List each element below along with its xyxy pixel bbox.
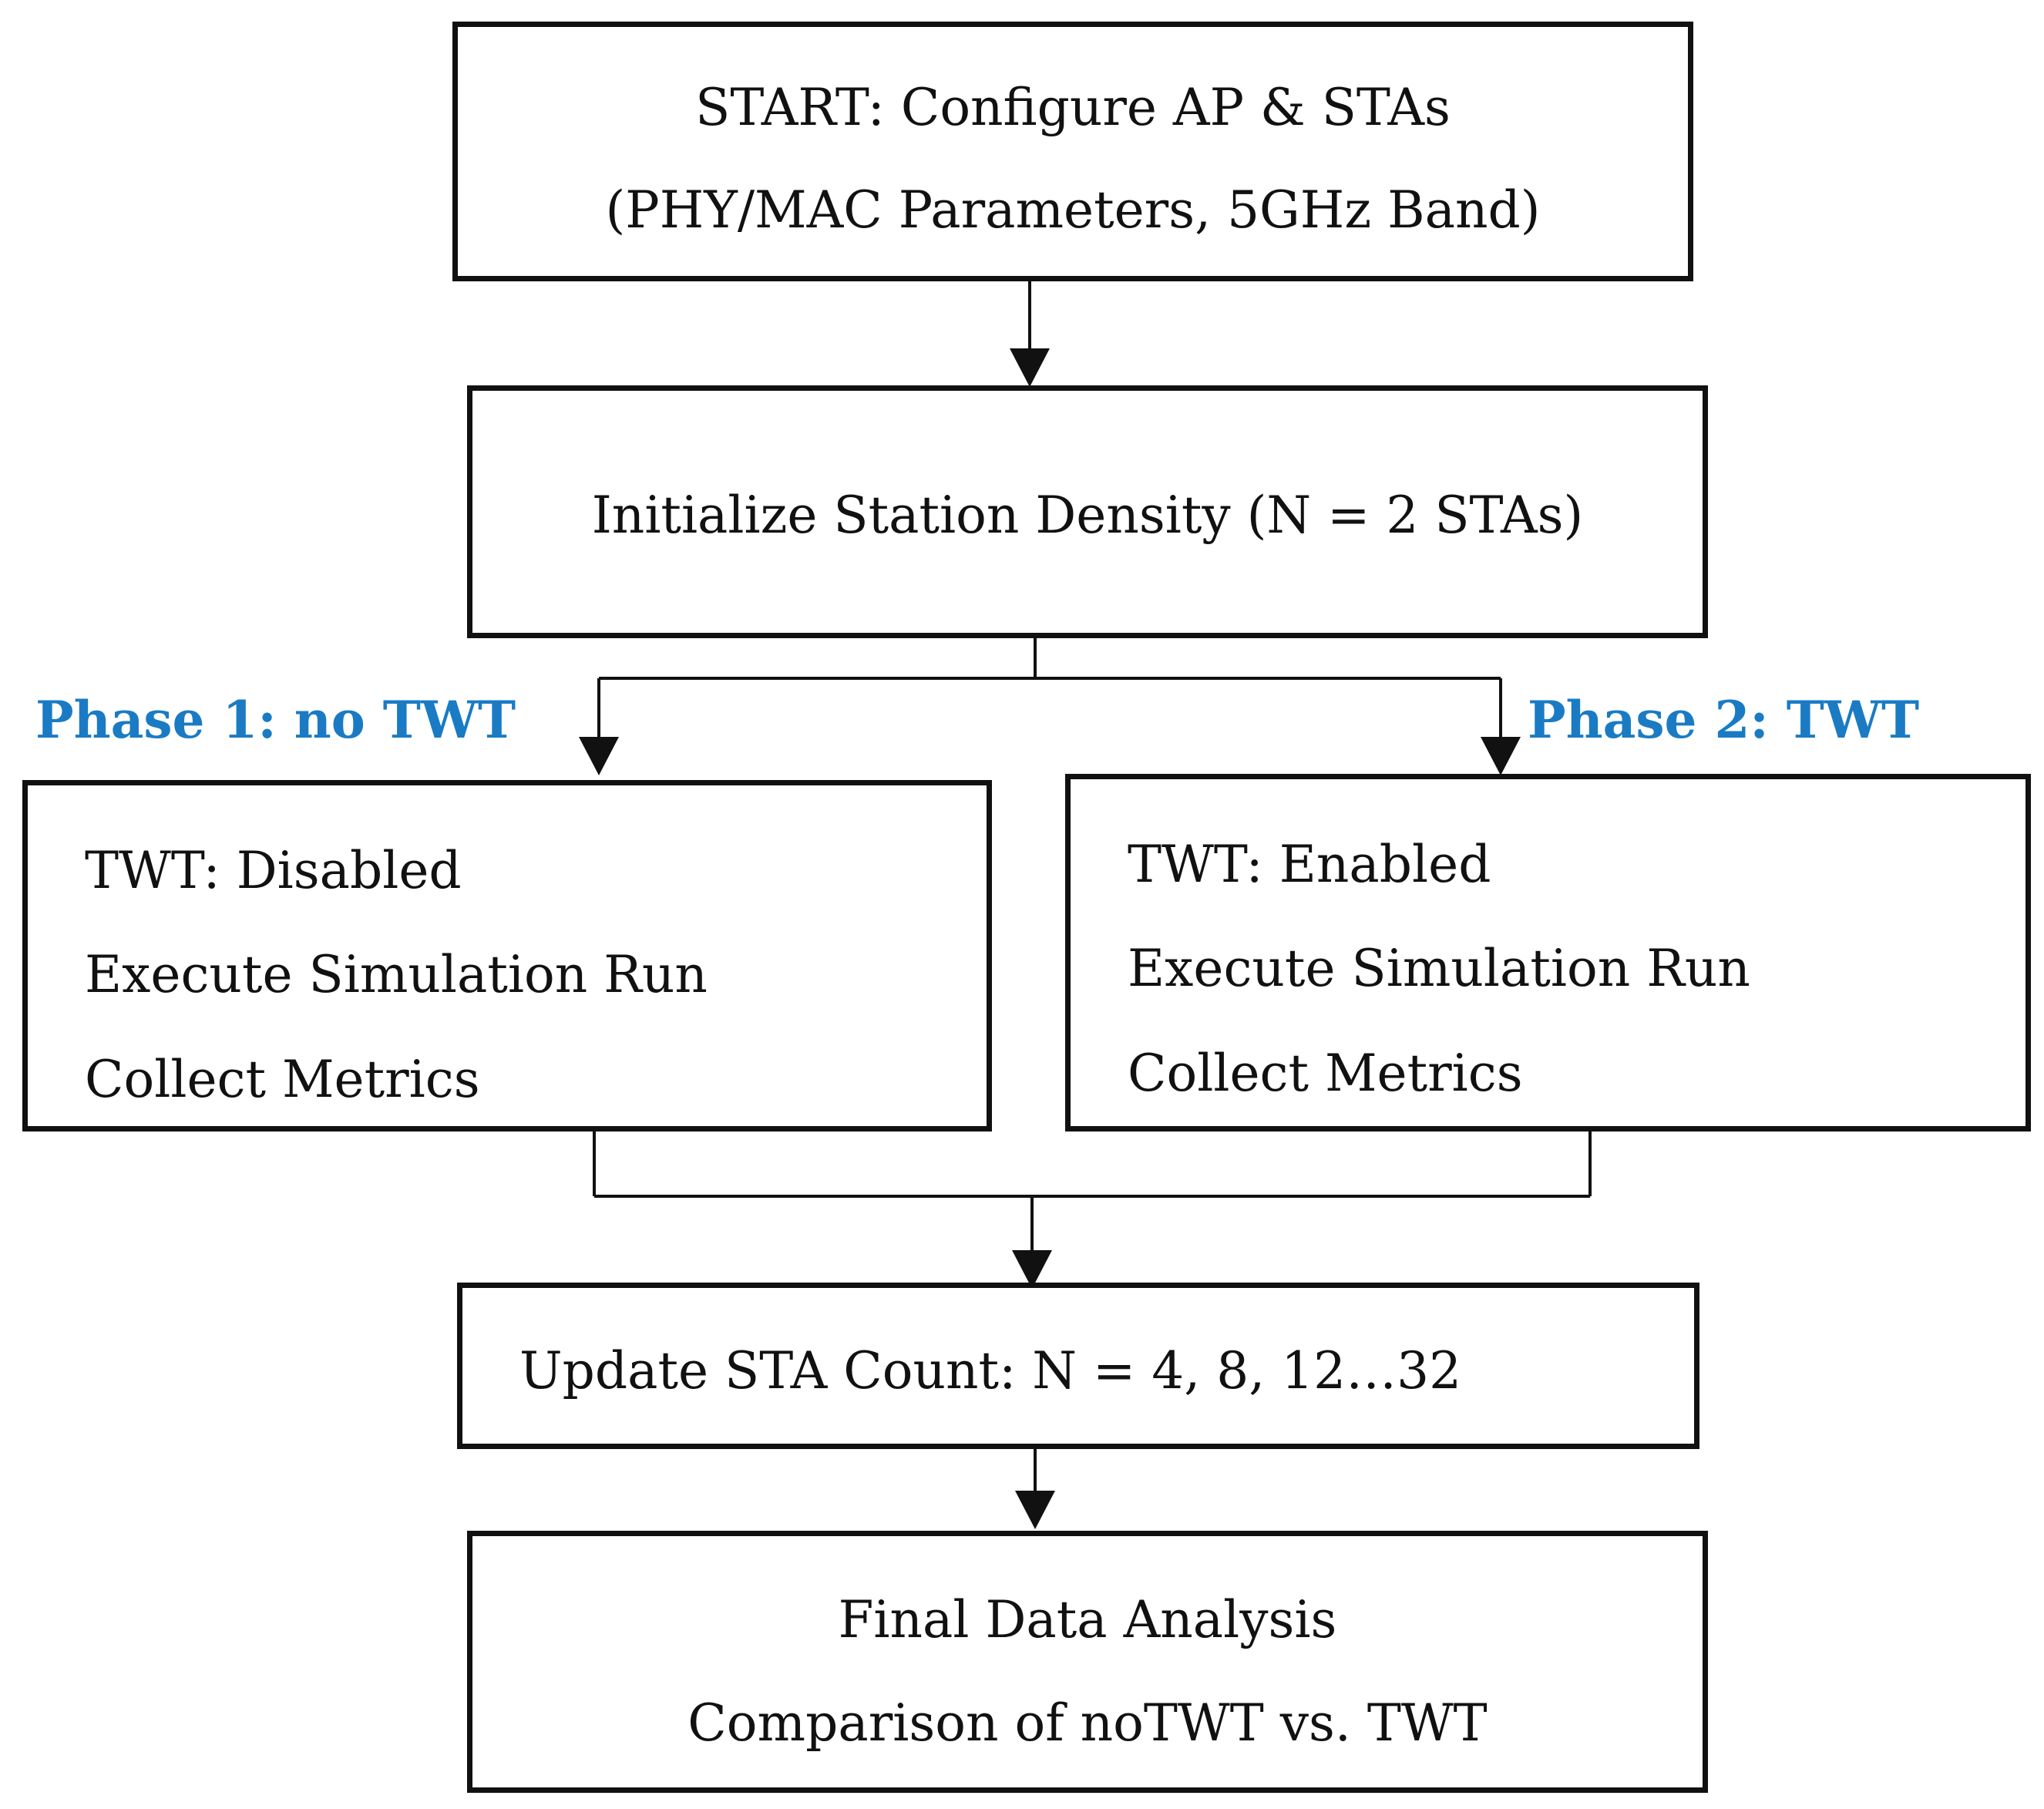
init-box: Initialize Station Density (N = 2 STAs) — [467, 385, 1708, 638]
phase2-line-2: Execute Simulation Run — [1128, 939, 1750, 998]
arrowhead-phase1 — [579, 737, 619, 775]
init-text: Initialize Station Density (N = 2 STAs) — [591, 486, 1584, 545]
arrowhead-final — [1015, 1491, 1055, 1529]
phase1-line-1: TWT: Disabled — [85, 841, 462, 900]
phase1-line-2: Execute Simulation Run — [85, 945, 708, 1004]
update-box: Update STA Count: N = 4, 8, 12…32 — [457, 1283, 1699, 1449]
phase1-box: TWT: Disabled Execute Simulation Run Col… — [22, 780, 992, 1131]
phase2-label: Phase 2: TWT — [1528, 690, 1920, 750]
final-line-1: Final Data Analysis — [838, 1590, 1337, 1649]
start-box: START: Configure AP & STAs (PHY/MAC Para… — [452, 22, 1693, 281]
arrowhead-update — [1012, 1250, 1052, 1289]
final-box: Final Data Analysis Comparison of noTWT … — [467, 1531, 1708, 1793]
phase2-line-3: Collect Metrics — [1128, 1044, 1523, 1103]
start-line-2: (PHY/MAC Parameters, 5GHz Band) — [605, 180, 1541, 240]
arrowhead-phase2 — [1481, 737, 1521, 775]
phase2-line-1: TWT: Enabled — [1128, 835, 1491, 894]
start-line-1: START: Configure AP & STAs — [695, 78, 1451, 137]
update-text: Update STA Count: N = 4, 8, 12…32 — [519, 1341, 1462, 1400]
phase1-line-3: Collect Metrics — [85, 1050, 480, 1109]
final-line-2: Comparison of noTWT vs. TWT — [687, 1693, 1488, 1753]
phase1-label: Phase 1: no TWT — [35, 690, 516, 750]
phase2-box: TWT: Enabled Execute Simulation Run Coll… — [1065, 774, 2031, 1131]
arrowhead-init — [1010, 348, 1050, 387]
